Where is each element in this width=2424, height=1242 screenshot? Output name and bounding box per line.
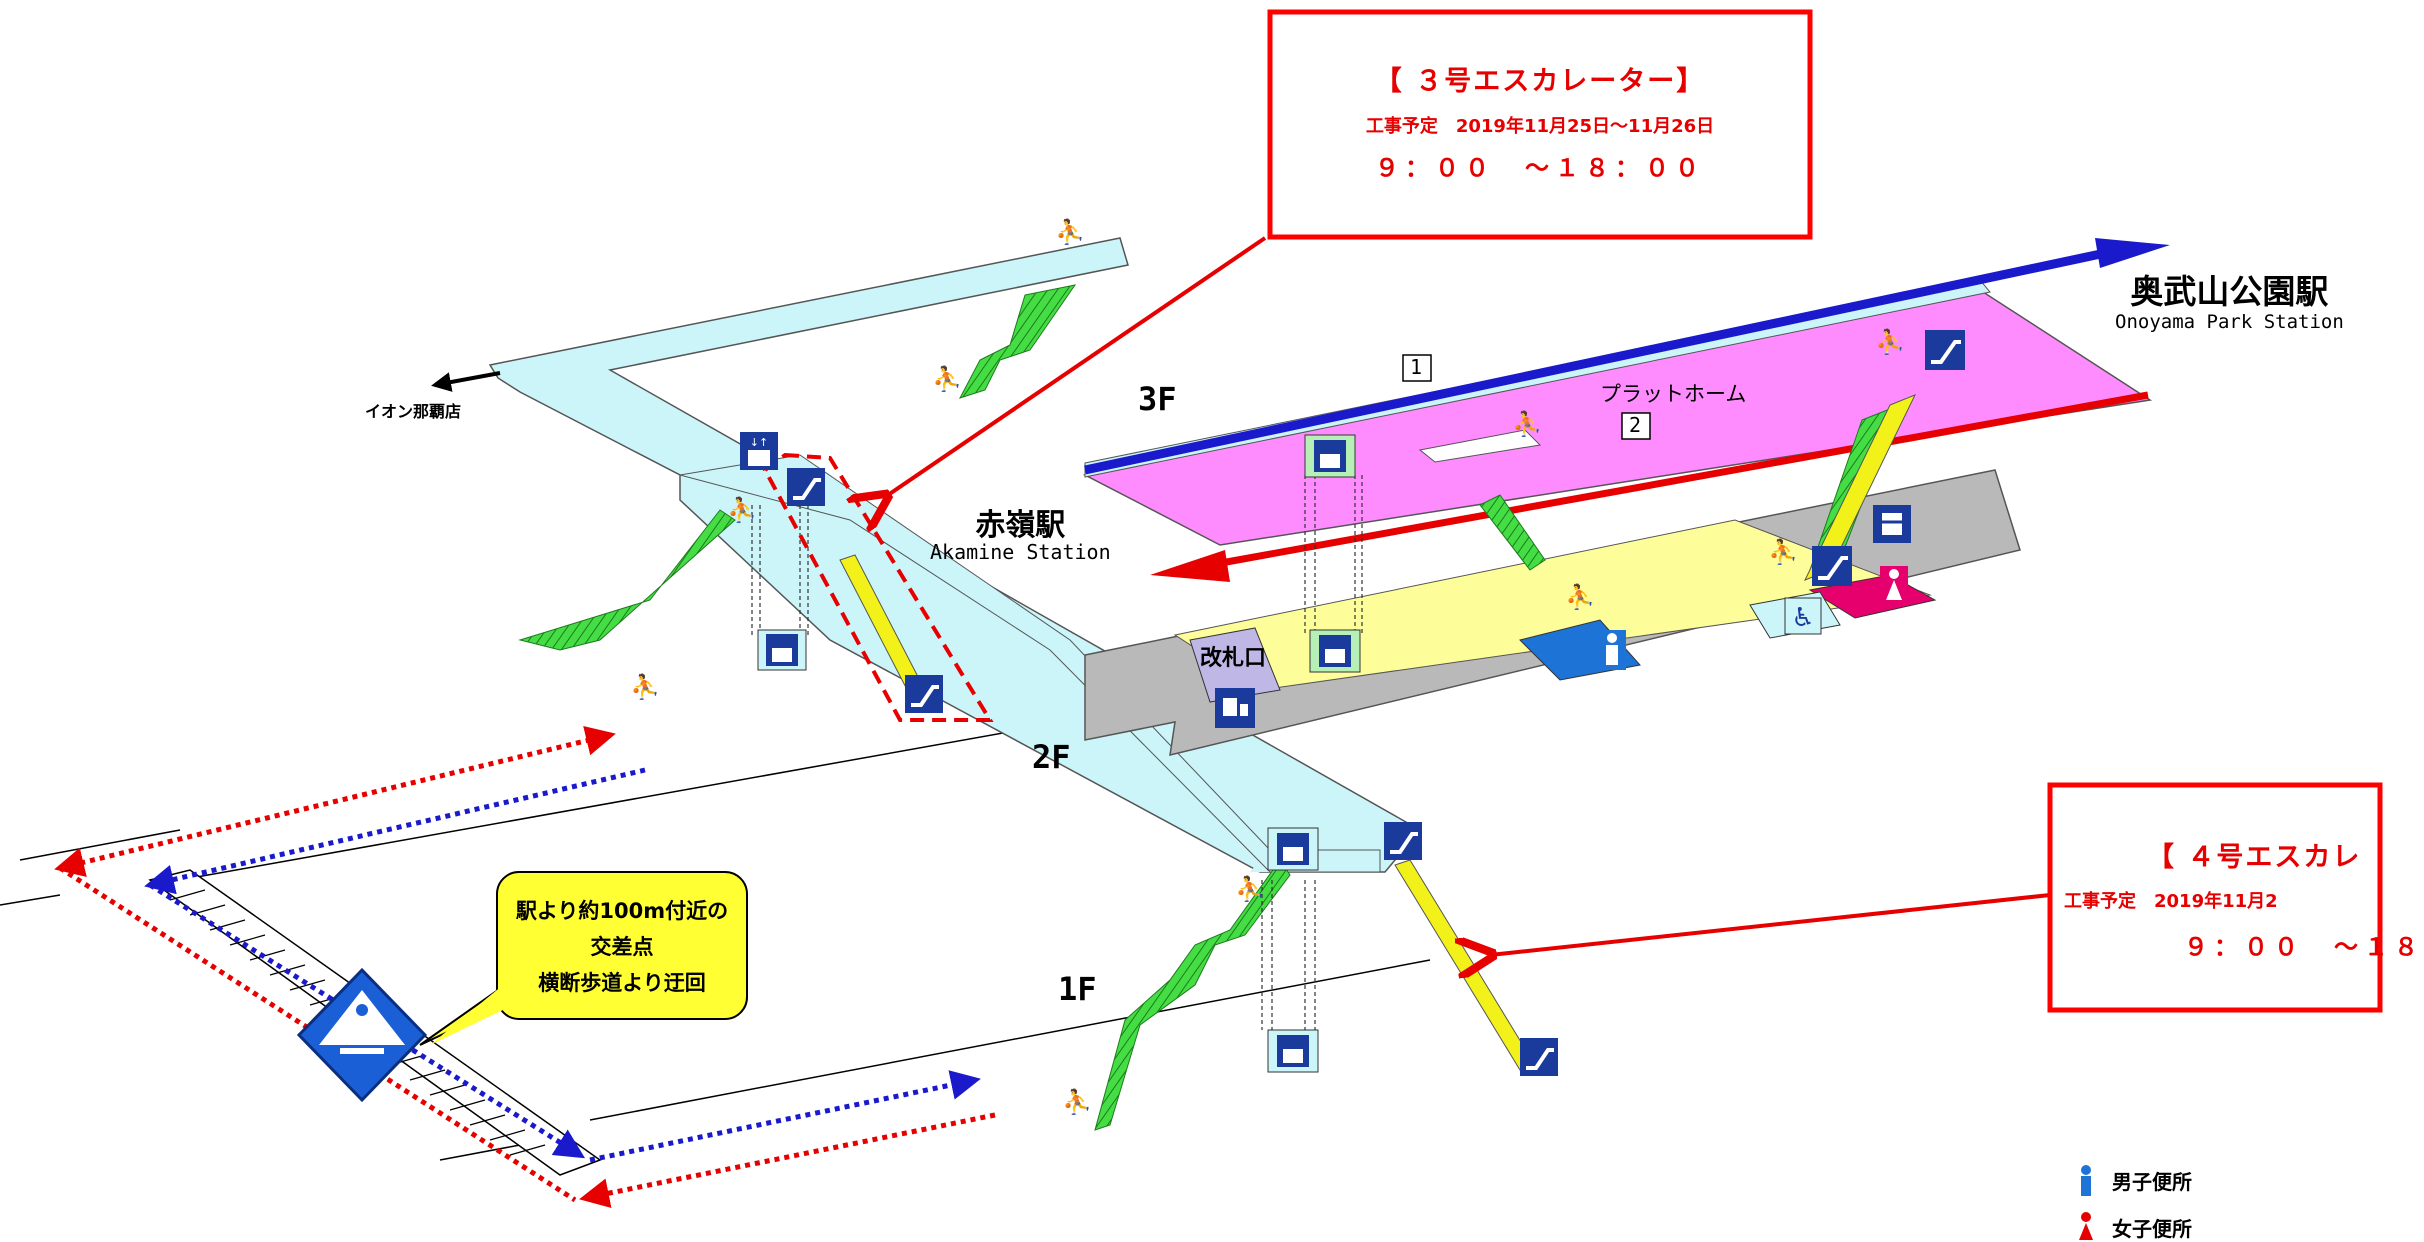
elevator-icon-group: ↓↑: [740, 432, 1361, 1073]
stairs-icon: ⛹: [630, 672, 660, 701]
notice-escalator3-schedule: 工事予定 2019年11月25日～11月26日: [1365, 116, 1715, 137]
station-akamine-name-ja: 赤嶺駅: [975, 508, 1066, 543]
track-red: [1150, 391, 2149, 582]
escalator-icon: [1925, 330, 1965, 370]
track-number-1: 1: [1410, 355, 1423, 379]
concourse-2f: [1084, 469, 2021, 756]
detour-callout-line2: 交差点: [590, 935, 654, 959]
notice-escalator3: 【 ３号エスカレーター】 工事予定 2019年11月25日～11月26日 ９：０…: [1272, 14, 1808, 235]
svg-text:♿: ♿: [1791, 603, 1814, 633]
female-restroom-icon: [1880, 566, 1908, 606]
label-platform: プラットホーム: [1600, 382, 1747, 406]
floor-label-1f: 1F: [1058, 970, 1097, 1008]
station-onoyama-name-ja: 奥武山公園駅: [2130, 272, 2329, 311]
track-number-2: 2: [1629, 413, 1642, 437]
elevator-icon: [1309, 629, 1361, 673]
stair-pictograms: ⛹ ⛹ ⛹ ⛹ ⛹ ⛹ ⛹ ⛹ ⛹ ⛹: [630, 217, 1905, 1116]
stairs-icon: ⛹: [1055, 217, 1085, 246]
locker-icon: [1873, 505, 1911, 543]
detour-callout-line1: 駅より約100m付近の: [515, 899, 729, 923]
label-aeon: イオン那覇店: [365, 402, 462, 421]
notice-escalator4-schedule: 工事予定 2019年11月2: [2064, 891, 2278, 912]
elevator-shafts: [751, 475, 1363, 1030]
stairs-icon: ⛹: [1565, 582, 1595, 611]
legend-item-female: 女子便所: [2112, 1217, 2192, 1241]
floor-label-2f: 2F: [1032, 738, 1071, 776]
stairs-icon: ⛹: [1062, 1087, 1092, 1116]
detour-callout-line3: 横断歩道より迂回: [538, 971, 706, 995]
wheelchair-icon: ♿: [1784, 597, 1822, 635]
ticket-machine-icon: [1215, 688, 1255, 728]
facility-icons: ♿: [1215, 505, 1911, 728]
notice-escalator3-box: [1267, 9, 1813, 240]
escalator-icon: [905, 675, 943, 713]
arrow-escalator4: [1490, 893, 2051, 955]
stairs-icon: ⛹: [727, 495, 757, 524]
stairs-icon: ⛹: [1875, 327, 1905, 356]
elevator-icon: ↓↑: [740, 432, 778, 470]
elevator-icon: [1267, 827, 1319, 871]
station-akamine-name-en: Akamine Station: [930, 540, 1111, 564]
legend: 男子便所 女子便所: [2112, 1166, 2192, 1242]
notice-escalator4: 【 ４号エスカレ 工事予定 2019年11月2 ９：００ ～１８: [2052, 787, 2418, 1008]
detour-route-red: [54, 726, 996, 1208]
label-ticket-gate: 改札口: [1200, 646, 1267, 671]
floor-label-3f: 3F: [1138, 380, 1177, 418]
stairs-icon: ⛹: [1768, 537, 1798, 566]
station-onoyama: 奥武山公園駅 Onoyama Park Station: [2115, 265, 2344, 333]
escalator-icon: [1812, 546, 1852, 586]
notice-escalator4-hours: ９：００ ～１８: [2184, 933, 2424, 961]
escalator-signs: [787, 330, 1965, 1076]
aeon-direction-arrow: [431, 371, 501, 392]
station-akamine: 赤嶺駅 Akamine Station: [930, 500, 1111, 564]
detour-callout-text: 駅より約100m付近の 交差点 横断歩道より迂回: [500, 893, 744, 1001]
track-number-boxes: [1402, 354, 1651, 440]
stairs-icon: ⛹: [932, 364, 962, 393]
elevator-icon: [1267, 1029, 1319, 1073]
track-blue: [1084, 238, 2170, 475]
legend-item-male: 男子便所: [2112, 1170, 2192, 1194]
female-restroom-icon: [2079, 1212, 2093, 1240]
pedestrian-crossing-sign: [296, 967, 428, 1103]
notice-escalator3-title: 【 ３号エスカレーター】: [1374, 66, 1706, 97]
arrow-escalator3: [885, 236, 1267, 497]
male-restroom-icon: [1598, 630, 1626, 670]
male-restroom-icon: [2081, 1165, 2091, 1196]
notice-escalator4-box: [2047, 782, 2383, 1013]
elevator-icon: [757, 629, 807, 671]
escalator-icon: [1520, 1038, 1558, 1076]
stairs-icon: ⛹: [1235, 874, 1265, 903]
elevator-icon: [1304, 434, 1356, 478]
legend-icons: [2079, 1165, 2093, 1240]
stairs-icon: ⛹: [1512, 409, 1542, 438]
svg-text:↓↑: ↓↑: [750, 436, 768, 449]
station-onoyama-name-en: Onoyama Park Station: [2115, 311, 2344, 333]
detour-callout: [419, 871, 748, 1046]
station-map: ↓↑ ⛹ ⛹ ⛹ ⛹ ⛹ ⛹ ⛹ ⛹ ⛹: [0, 9, 2383, 1240]
notice-escalator4-title: 【 ４号エスカレ: [2147, 842, 2362, 873]
escalator-icon: [787, 468, 825, 506]
notice-escalator3-hours: ９：００ ～１８：００: [1375, 154, 1705, 182]
escalator-icon: [1384, 822, 1422, 860]
